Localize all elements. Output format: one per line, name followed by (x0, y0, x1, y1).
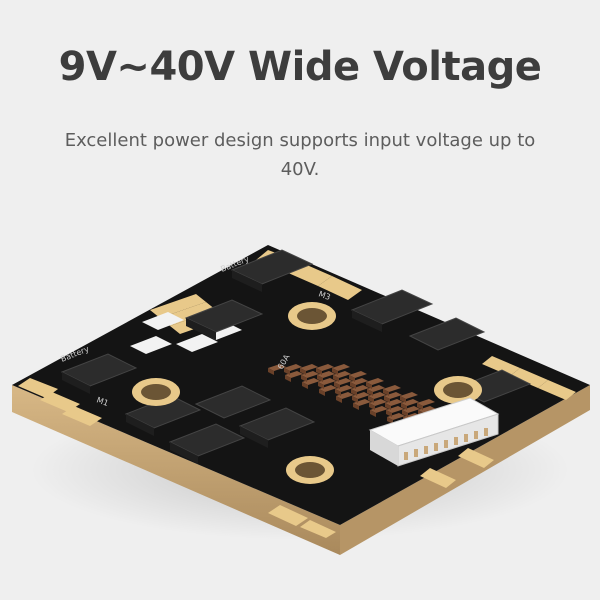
capacitor-side (334, 382, 340, 389)
silk-m3: M3 (317, 289, 331, 302)
capacitor-side (317, 375, 323, 382)
capacitor (370, 406, 388, 413)
capacitor (335, 385, 353, 392)
capacitor (369, 399, 387, 406)
capacitor-side (268, 368, 274, 375)
capacitor (300, 364, 318, 371)
capacitor (284, 364, 302, 371)
capacitor (418, 406, 436, 413)
subtitle: Excellent power design supports input vo… (64, 130, 536, 180)
capacitor-side (400, 396, 406, 403)
capacitor (268, 364, 286, 371)
capacitor-side (386, 410, 392, 417)
mosfet-chips (60, 249, 532, 464)
capacitor-side (316, 368, 322, 375)
mounting-holes (132, 302, 482, 484)
capacitor (301, 371, 319, 378)
capacitor-side (385, 403, 391, 410)
capacitor (349, 371, 367, 378)
capacitor-side (349, 375, 355, 382)
capacitor (316, 364, 334, 371)
capacitor (334, 378, 352, 385)
capacitor-side (370, 410, 376, 417)
capacitor (333, 371, 351, 378)
capacitor-side (383, 389, 389, 396)
capacitor (387, 413, 405, 420)
capacitor (317, 371, 335, 378)
capacitor-side (417, 403, 423, 410)
capacitor (384, 392, 402, 399)
capacitor (385, 399, 403, 406)
capacitor (302, 378, 320, 385)
capacitor-side (352, 396, 358, 403)
capacitor-side (368, 396, 374, 403)
capacitor-side (333, 375, 339, 382)
capacitor-side (301, 375, 307, 382)
capacitor-side (300, 368, 306, 375)
capacitor (350, 378, 368, 385)
capacitor (400, 392, 418, 399)
capacitor-side (332, 368, 338, 375)
capacitor-side (401, 403, 407, 410)
capacitor-side (387, 417, 393, 424)
capacitor-side (402, 410, 408, 417)
capacitor (417, 399, 435, 406)
capacitor (285, 371, 303, 378)
capacitor (402, 406, 420, 413)
capacitor (386, 406, 404, 413)
pcb-edge (12, 385, 590, 555)
capacitor-side (318, 382, 324, 389)
capacitor-side (302, 382, 308, 389)
capacitor (351, 385, 369, 392)
capacitor (318, 378, 336, 385)
capacitor-side (285, 375, 291, 382)
capacitor-side (367, 389, 373, 396)
capacitor (383, 385, 401, 392)
capacitor (366, 378, 384, 385)
capacitor-side (335, 389, 341, 396)
capacitor (401, 399, 419, 406)
capacitor (367, 385, 385, 392)
capacitor-side (350, 382, 356, 389)
capacitor-side (384, 396, 390, 403)
capacitor (332, 364, 350, 371)
silk-marks (130, 312, 242, 354)
headline: 9V~40V Wide Voltage (58, 44, 542, 90)
silk-m1: M1 (95, 395, 109, 408)
capacitor (353, 399, 371, 406)
capacitor (368, 392, 386, 399)
capacitor-side (369, 403, 375, 410)
capacitor (336, 392, 354, 399)
capacitor-side (366, 382, 372, 389)
jst-connector (368, 397, 500, 467)
capacitor-side (319, 389, 325, 396)
capacitor-side (353, 403, 359, 410)
capacitor-side (351, 389, 357, 396)
capacitor-side (336, 396, 342, 403)
capacitor-side (284, 368, 290, 375)
capacitor (319, 385, 337, 392)
capacitor (352, 392, 370, 399)
